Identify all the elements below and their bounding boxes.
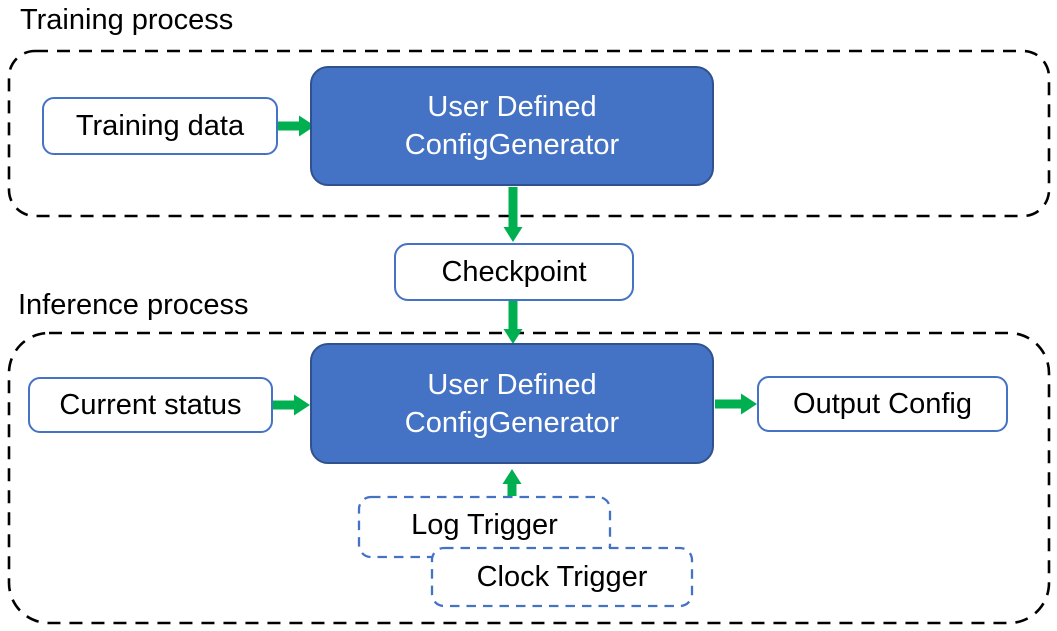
checkpoint-label: Checkpoint	[441, 255, 587, 288]
training-data-node: Training data	[42, 97, 278, 155]
output-config-node: Output Config	[757, 376, 1008, 432]
training-process-title: Training process	[20, 4, 234, 36]
clock-trigger-label: Clock Trigger	[476, 560, 648, 593]
log-trigger-label: Log Trigger	[411, 508, 558, 541]
inference-generator-line1: User Defined	[427, 368, 597, 401]
training-generator-line2: ConfigGenerator	[404, 129, 620, 161]
arrow-log-trigger-to-generator-icon	[502, 469, 522, 496]
checkpoint-node: Checkpoint	[394, 243, 634, 301]
training-config-generator-node: User Defined ConfigGenerator	[310, 66, 714, 186]
clock-trigger-node: Clock Trigger	[432, 548, 692, 606]
inference-process-title: Inference process	[18, 289, 249, 321]
output-config-label: Output Config	[793, 387, 972, 420]
arrow-checkpoint-to-generator-icon	[503, 301, 523, 344]
log-trigger-node: Log Trigger	[359, 497, 610, 553]
inference-generator-line2: ConfigGenerator	[404, 406, 620, 439]
current-status-node: Current status	[28, 377, 273, 433]
arrow-generator-to-output-config-icon	[715, 393, 757, 415]
inference-config-generator-node: User Defined ConfigGenerator	[310, 343, 714, 464]
training-data-label: Training data	[75, 109, 245, 142]
arrow-current-status-to-generator-icon	[273, 394, 310, 416]
current-status-label: Current status	[59, 388, 242, 421]
training-generator-line1: User Defined	[427, 91, 597, 123]
arrow-generator-to-checkpoint-icon	[503, 187, 523, 242]
